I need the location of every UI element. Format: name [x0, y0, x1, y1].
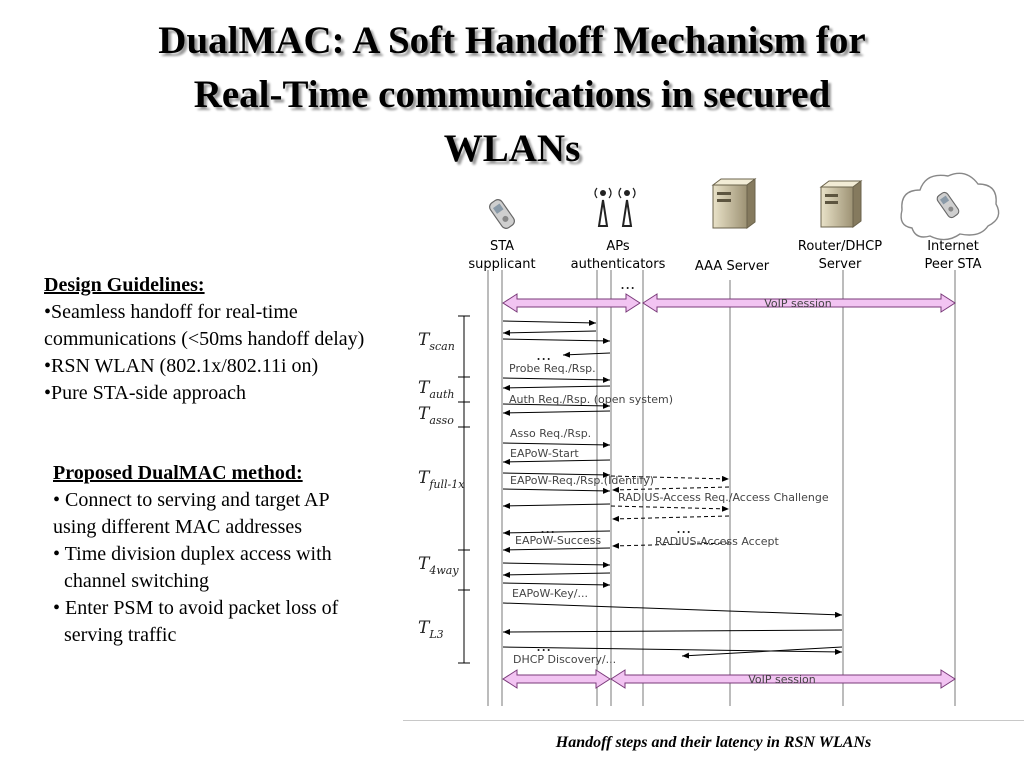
phase-label: Tasso	[418, 404, 454, 427]
guideline-item: •Pure STA-side approach	[44, 382, 247, 404]
proposed-item-rest: channel switching	[64, 570, 209, 592]
proposed-item-first: • Enter PSM to avoid packet loss of	[53, 597, 339, 619]
entity-router-label: Router/DHCP	[798, 239, 882, 254]
svg-text:...: ...	[536, 345, 551, 364]
lifelines	[487, 270, 956, 706]
proposed-item-first: • Time division duplex access with	[53, 543, 332, 565]
title-line-3: WLANs	[443, 127, 581, 170]
svg-text:EAPoW-Req./Rsp.(Identify): EAPoW-Req./Rsp.(Identify)	[510, 474, 654, 487]
entity-peer-label: Internet	[927, 239, 979, 254]
svg-text:...: ...	[676, 518, 691, 537]
title-line-1: DualMAC: A Soft Handoff Mechanism for	[158, 19, 866, 62]
figure-caption: Handoff steps and their latency in RSN W…	[555, 734, 872, 751]
message-labels: ... Probe Req./Rsp. Auth Req./Rsp. (open…	[509, 345, 829, 666]
entity-peer-sublabel: Peer STA	[925, 257, 982, 272]
svg-text:RADIUS-Access Accept: RADIUS-Access Accept	[655, 535, 780, 548]
ellipsis: ...	[620, 274, 635, 293]
slide-title: DualMAC: A Soft Handoff Mechanism for Re…	[0, 14, 1024, 176]
entity-router-sublabel: Server	[819, 257, 862, 272]
phase-label: Tfull-1x	[418, 468, 465, 491]
entity-aaa-label: AAA Server	[695, 259, 770, 274]
entity-aps-sublabel: authenticators	[571, 257, 666, 272]
caption-divider	[403, 720, 1024, 721]
svg-text:VoIP session: VoIP session	[748, 673, 816, 686]
svg-text:DHCP Discovery/...: DHCP Discovery/...	[513, 653, 616, 666]
guideline-item: •RSN WLAN (802.1x/802.11i on)	[44, 355, 319, 377]
radius-arrows	[610, 475, 730, 549]
antenna-icon	[594, 187, 636, 227]
svg-text:EAPoW-Success: EAPoW-Success	[515, 534, 601, 547]
title-line-2: Real-Time communications in secured	[193, 73, 831, 116]
svg-text:Asso Req./Rsp.: Asso Req./Rsp.	[510, 427, 591, 440]
svg-text:...: ...	[536, 636, 551, 655]
svg-text:Probe Req./Rsp.: Probe Req./Rsp.	[509, 362, 596, 375]
svg-text:RADIUS-Access Req./Access Chal: RADIUS-Access Req./Access Challenge	[618, 491, 829, 504]
guideline-item: •Seamless handoff for real-time communic…	[44, 301, 365, 350]
phase-label: T4way	[418, 554, 459, 577]
svg-text:Auth Req./Rsp. (open system): Auth Req./Rsp. (open system)	[509, 393, 673, 406]
entity-aps-label: APs	[606, 239, 630, 254]
entity-sta-sublabel: supplicant	[468, 257, 535, 272]
proposed-method: Proposed DualMAC method: • Connect to se…	[53, 460, 393, 649]
voip-session-top: VoIP session	[502, 293, 956, 313]
message-arrows	[502, 319, 843, 659]
svg-text:...: ...	[540, 518, 555, 537]
phase-label: Tscan	[418, 330, 455, 353]
entity-sta-label: STA	[490, 239, 514, 254]
phase-brackets	[458, 315, 470, 664]
server-icon	[819, 180, 863, 228]
proposed-item-rest: using different MAC addresses	[53, 516, 303, 538]
phase-labels: Tscan Tauth Tasso Tfull-1x T4way TL3	[418, 330, 465, 641]
proposed-heading: Proposed DualMAC method:	[53, 462, 303, 484]
server-icon	[711, 178, 757, 229]
svg-text:EAPoW-Start: EAPoW-Start	[510, 447, 579, 460]
phase-label: Tauth	[418, 378, 455, 401]
voip-session-bottom: VoIP session	[502, 669, 956, 689]
proposed-item-first: • Connect to serving and target AP	[53, 489, 330, 511]
phone-icon	[489, 199, 515, 229]
proposed-item-rest: serving traffic	[64, 624, 177, 646]
svg-text:EAPoW-Key/...: EAPoW-Key/...	[512, 587, 588, 600]
cloud-phone-icon	[900, 172, 1000, 241]
phase-label: TL3	[418, 618, 444, 641]
guidelines-heading: Design Guidelines:	[44, 274, 205, 296]
svg-text:VoIP session: VoIP session	[764, 297, 832, 310]
design-guidelines: Design Guidelines: •Seamless handoff for…	[44, 272, 384, 407]
